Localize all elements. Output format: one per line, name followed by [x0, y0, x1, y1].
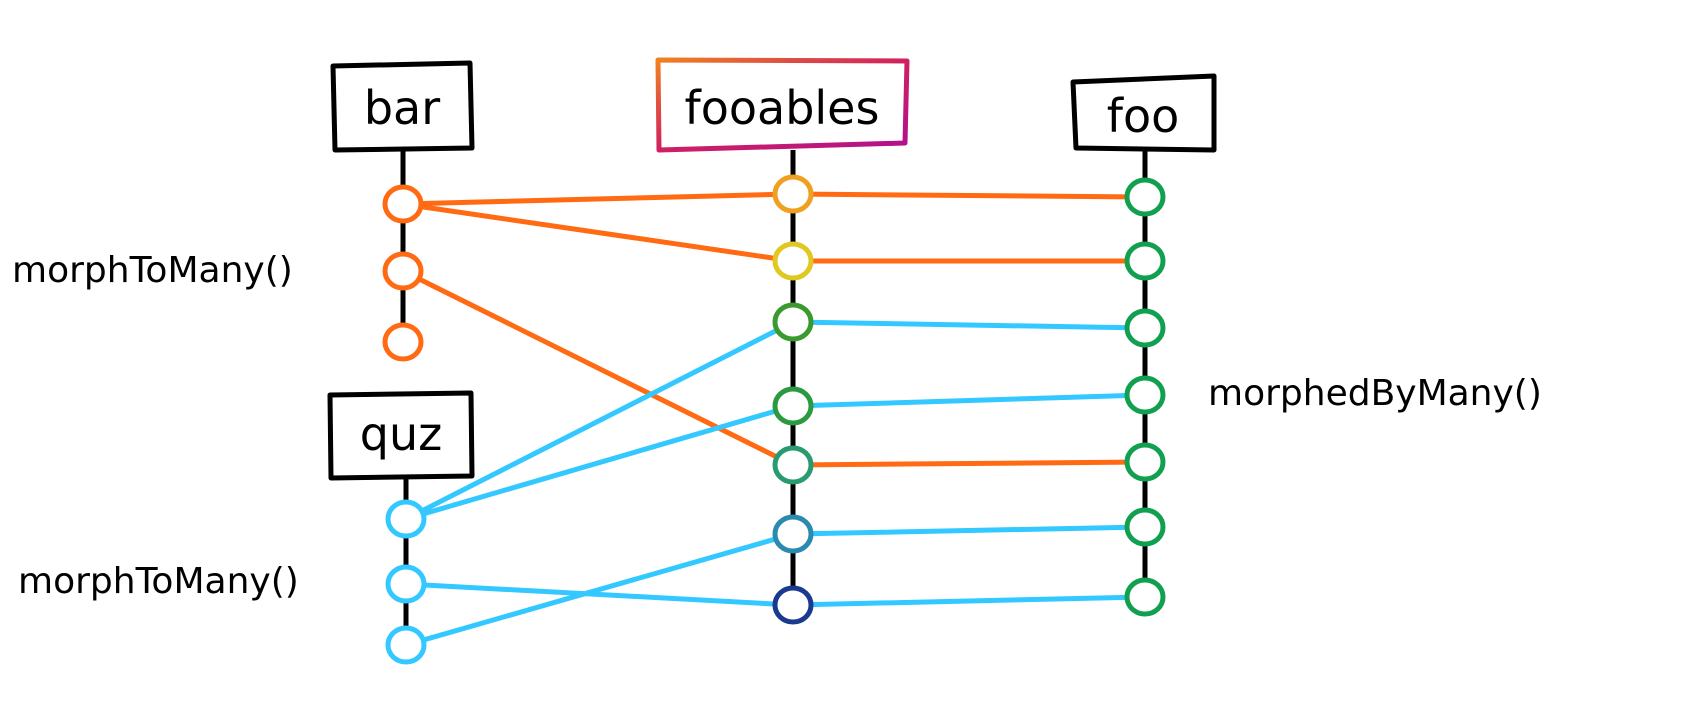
bar-relation-label: morphToMany()	[12, 250, 293, 291]
foo-row-node	[1124, 442, 1166, 482]
fooables-row-node	[772, 302, 814, 342]
fooables-row-node	[772, 585, 814, 625]
bar-row-node	[382, 184, 424, 224]
fooables-row-node	[772, 445, 814, 485]
foo-row-node	[1124, 375, 1166, 415]
quz-row-node	[385, 564, 427, 604]
foo-row-node	[1124, 577, 1166, 617]
fooables-row-node	[772, 241, 814, 281]
fooables-row-node	[772, 174, 814, 214]
table-quz-label: quz	[360, 407, 443, 461]
quz-row-node	[385, 499, 427, 539]
relation-edge	[403, 524, 1148, 648]
fooables-row-node	[772, 386, 814, 426]
foo-relation-label: morphedByMany()	[1208, 373, 1542, 414]
fooables-row-node	[772, 514, 814, 554]
nodes	[382, 174, 1166, 665]
table-fooables: fooables	[655, 57, 910, 153]
table-quz: quz	[327, 390, 475, 481]
relation-edge	[400, 268, 1148, 468]
foo-row-node	[1124, 241, 1166, 281]
bar-row-node	[382, 251, 424, 291]
table-foo: foo	[1070, 73, 1217, 153]
quz-relation-label: morphToMany()	[18, 561, 299, 602]
table-fooables-label: fooables	[685, 81, 880, 135]
foo-row-node	[1124, 507, 1166, 547]
foo-row-node	[1124, 308, 1166, 348]
table-bar: bar	[330, 60, 475, 153]
relation-edge	[403, 319, 1148, 522]
quz-row-node	[385, 625, 427, 665]
foo-row-node	[1124, 177, 1166, 217]
table-bar-label: bar	[364, 81, 440, 135]
table-foo-label: foo	[1107, 89, 1179, 143]
relation-edge	[400, 201, 1148, 264]
bar-row-node	[382, 322, 424, 362]
